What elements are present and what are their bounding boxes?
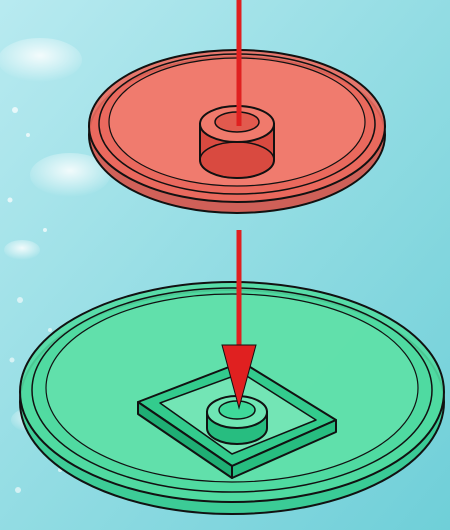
bottom-center-stud bbox=[207, 396, 267, 444]
